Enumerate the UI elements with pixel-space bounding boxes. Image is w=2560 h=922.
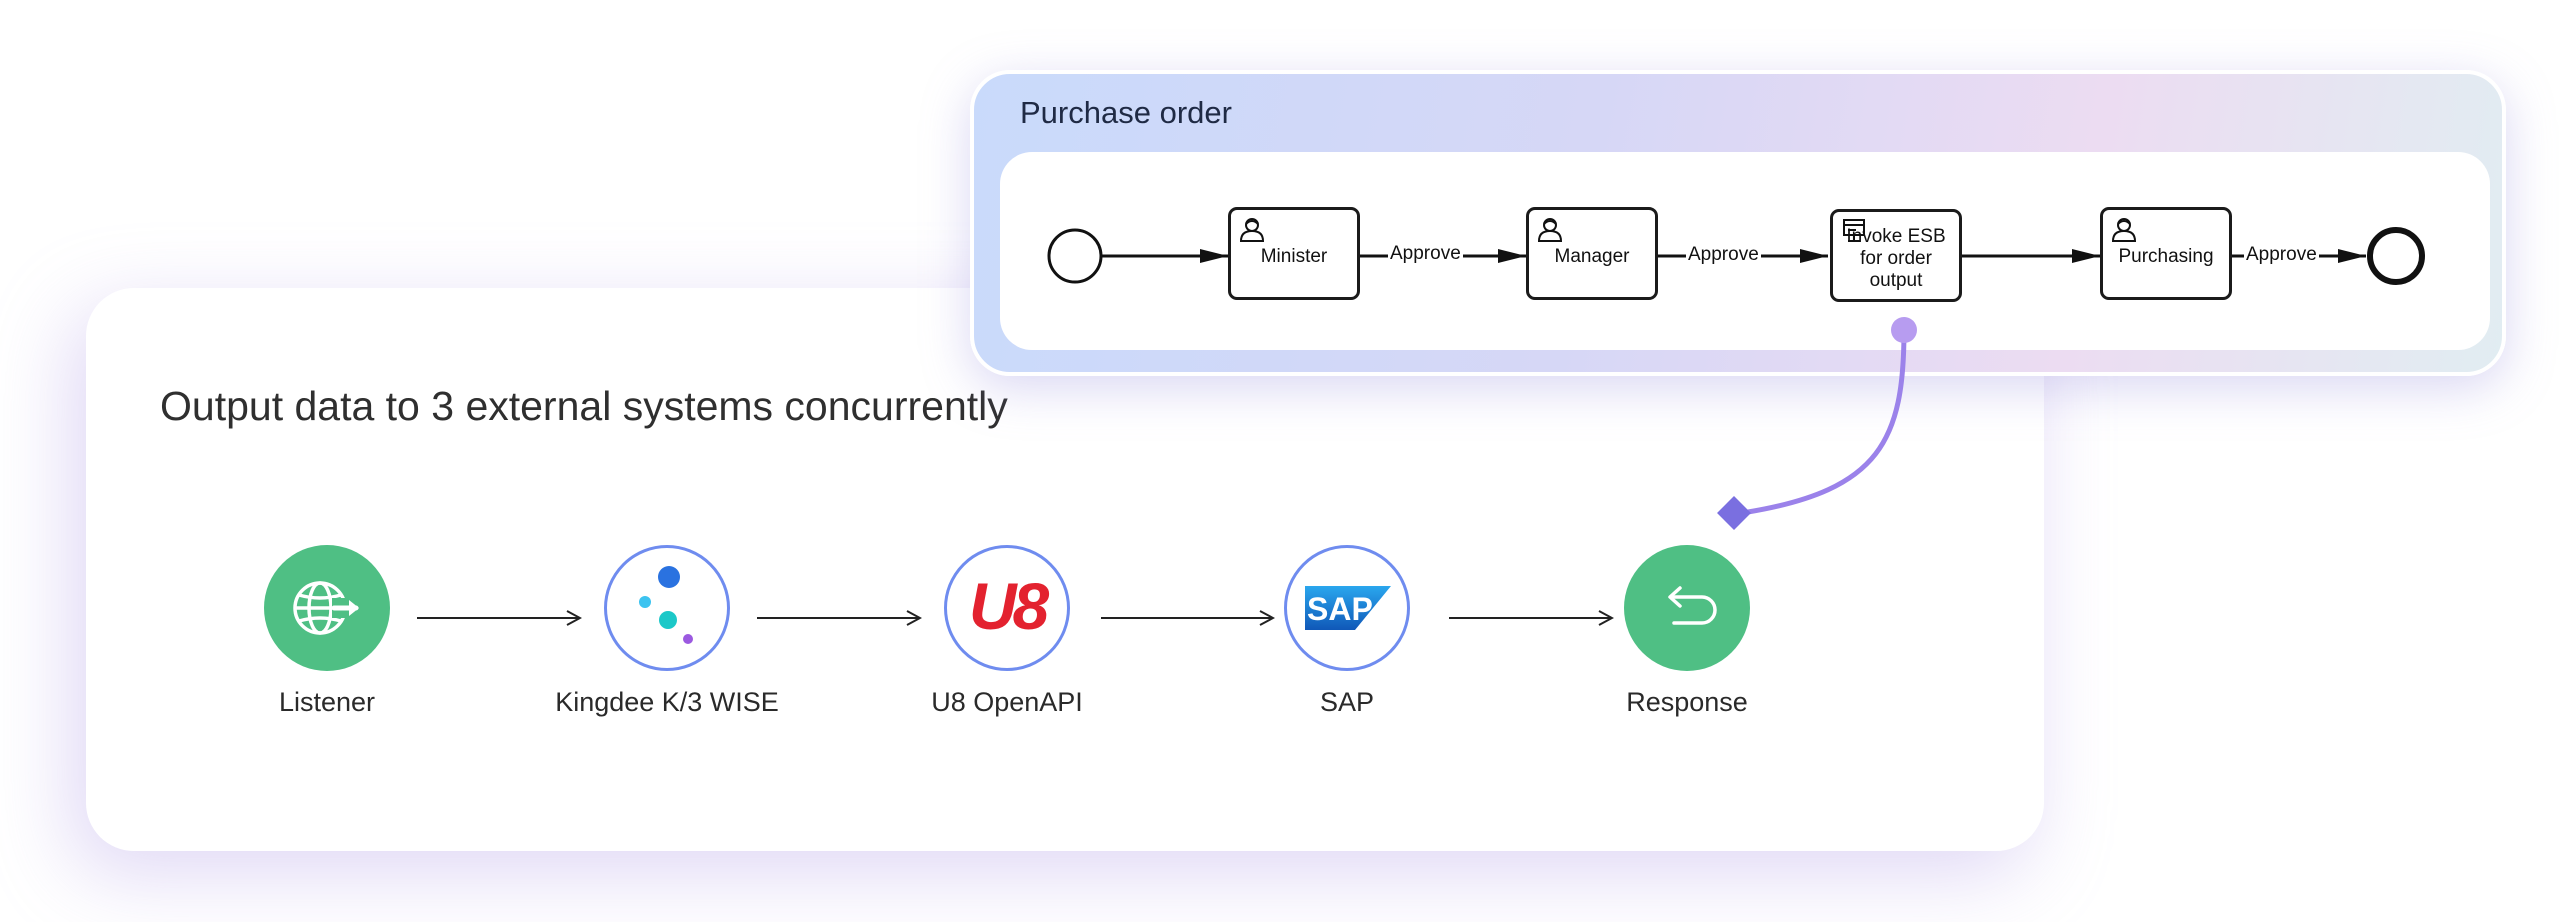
flow-node-kingdee[interactable]: Kingdee K/3 WISE	[517, 545, 817, 718]
flow-node-sap[interactable]: SAP SAP	[1197, 545, 1497, 718]
purchase-order-title: Purchase order	[1020, 95, 1232, 130]
task-label: Minister	[1260, 245, 1328, 267]
task-label: Purchasing	[2118, 245, 2214, 267]
task-label: Invoke ESB for order output	[1846, 225, 1946, 291]
esb-connector-diamond	[1717, 496, 1751, 530]
sap-logo-text: SAP	[1307, 591, 1373, 627]
sap-logo-icon: SAP	[1284, 545, 1410, 671]
task-label: Manager	[1554, 245, 1630, 267]
task-minister[interactable]: Minister	[1228, 207, 1360, 300]
flow-node-label: Response	[1626, 687, 1748, 717]
task-manager[interactable]: Manager	[1526, 207, 1658, 300]
flow-node-label: SAP	[1319, 687, 1375, 717]
user-icon	[1537, 218, 1563, 242]
flow-node-response[interactable]: Response	[1537, 545, 1837, 718]
return-arrow-icon	[1624, 545, 1750, 671]
flow-node-listener[interactable]: Listener	[177, 545, 477, 718]
flow-node-label: Listener	[278, 687, 376, 717]
service-icon	[1843, 219, 1865, 242]
user-icon	[2111, 218, 2137, 242]
edge-label-approve: Approve	[1686, 244, 1761, 266]
flow-node-label: Kingdee K/3 WISE	[555, 687, 779, 717]
edge-label-approve: Approve	[2244, 244, 2319, 266]
u8-logo-icon: U8	[944, 545, 1070, 671]
end-event	[2367, 227, 2425, 285]
user-icon	[1239, 218, 1265, 242]
esb-connector-dot	[1891, 317, 1917, 343]
flow-node-label: U8 OpenAPI	[931, 687, 1083, 717]
kingdee-logo-icon	[604, 545, 730, 671]
start-event	[1047, 228, 1103, 284]
edge-label-approve: Approve	[1388, 243, 1463, 265]
task-invoke-esb[interactable]: Invoke ESB for order output	[1830, 209, 1962, 302]
esb-connector-line	[1745, 327, 1907, 515]
u8-logo-text: U8	[968, 569, 1049, 643]
flow-node-u8-openapi[interactable]: U8 U8 OpenAPI	[857, 545, 1157, 718]
flow-title: Output data to 3 external systems concur…	[160, 383, 1008, 429]
globe-export-icon	[264, 545, 390, 671]
task-purchasing[interactable]: Purchasing	[2100, 207, 2232, 300]
